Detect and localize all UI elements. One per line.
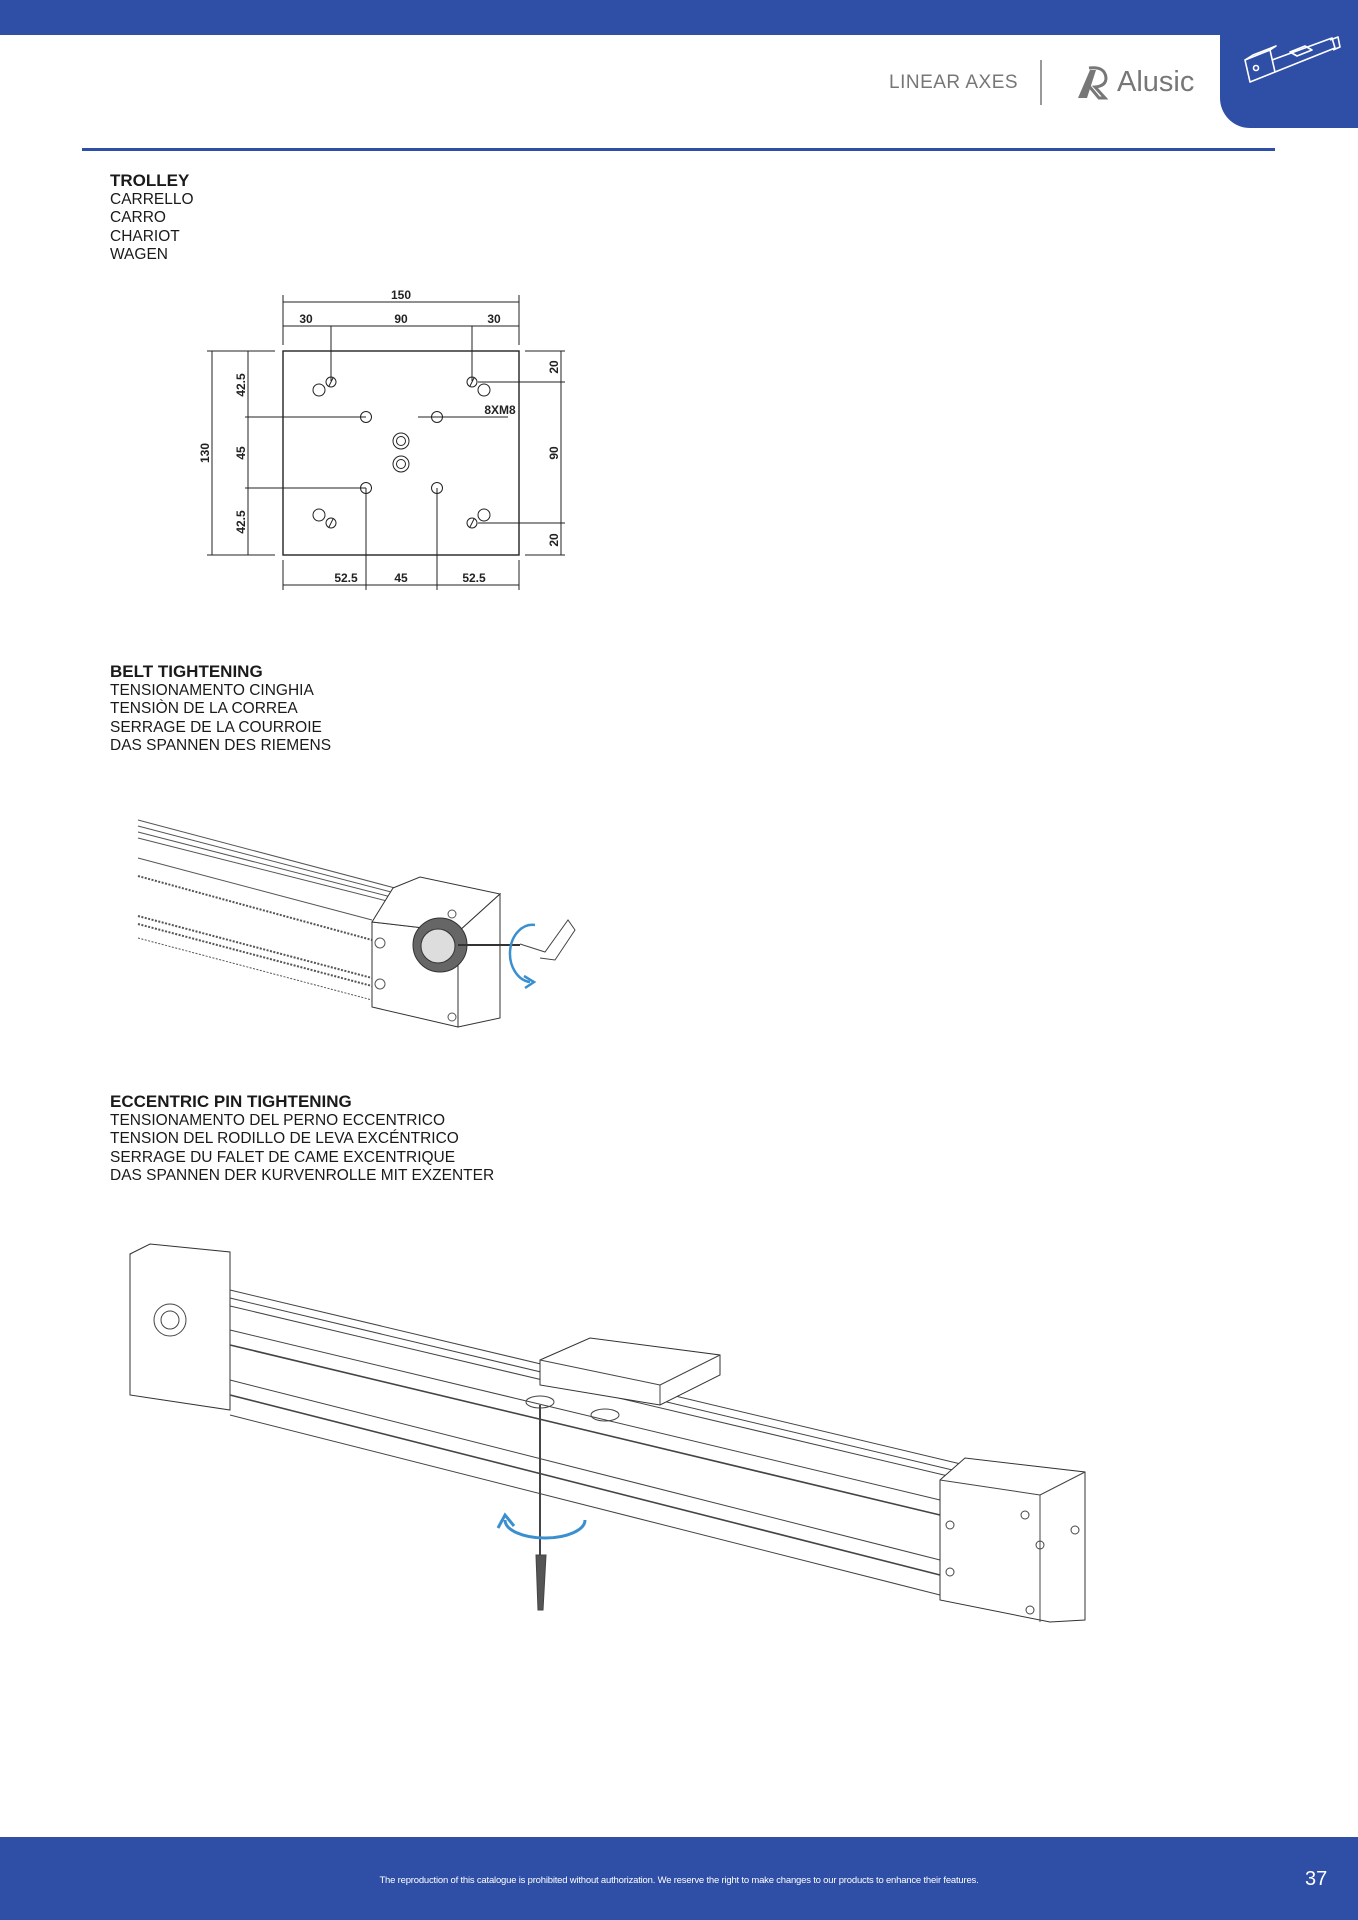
translation: SERRAGE DE LA COURROIE xyxy=(110,718,322,736)
dim-left-mid: 45 xyxy=(234,446,248,460)
translation: CARRO xyxy=(110,209,166,226)
section-tab xyxy=(1220,0,1358,128)
dim-overall-height: 130 xyxy=(198,443,212,463)
dim-overall-width: 150 xyxy=(391,288,411,302)
dim-bottom-mid: 45 xyxy=(394,571,408,585)
dim-bottom-left: 52.5 xyxy=(334,571,358,585)
trolley-heading-block: TROLLEY CARRELLO CARRO CHARIOT WAGEN xyxy=(110,171,194,265)
dim-right-top: 20 xyxy=(547,360,561,374)
footer-bar xyxy=(0,1837,1358,1920)
header-bar xyxy=(0,0,1358,35)
trolley-plate-outline xyxy=(282,350,520,556)
section-title: ECCENTRIC PIN TIGHTENING xyxy=(110,1092,352,1111)
header-card xyxy=(0,35,1220,128)
translation: WAGEN xyxy=(110,246,168,263)
translation: TENSIONAMENTO CINGHIA xyxy=(110,681,314,699)
linear-axis-icon xyxy=(1244,36,1341,83)
section-title: BELT TIGHTENING xyxy=(110,662,263,681)
brand-logo: Alusic xyxy=(1075,62,1194,102)
translation: CHARIOT xyxy=(110,227,180,245)
dim-left-top: 42.5 xyxy=(234,373,248,397)
translation: DAS SPANNEN DER KURVENROLLE MIT EXZENTER xyxy=(110,1167,495,1184)
translation: CARRELLO xyxy=(110,190,194,208)
dim-right-mid: 90 xyxy=(547,446,561,460)
header-rule xyxy=(82,148,1275,151)
translation: SERRAGE DU FALET DE CAME EXCENTRIQUE xyxy=(110,1148,456,1166)
thread-callout: 8XM8 xyxy=(484,403,516,417)
section-label: LINEAR AXES xyxy=(889,72,1019,93)
section-title: TROLLEY xyxy=(110,171,190,190)
belt-heading-block: BELT TIGHTENING TENSIONAMENTO CINGHIA TE… xyxy=(110,662,332,756)
translation: TENSIONAMENTO DEL PERNO ECCENTRICO xyxy=(110,1111,446,1129)
alusic-logo-icon xyxy=(1078,66,1109,100)
dim-bottom-right: 52.5 xyxy=(462,571,486,585)
page-number: 37 xyxy=(1305,1868,1328,1890)
dim-top-mid: 90 xyxy=(394,312,408,326)
brand-name: Alusic xyxy=(1117,65,1195,98)
translation: TENSION DEL RODILLO DE LEVA EXCÉNTRICO xyxy=(110,1130,459,1147)
dim-right-bottom: 20 xyxy=(547,533,561,547)
dim-top-right: 30 xyxy=(487,312,501,326)
dim-top-left: 30 xyxy=(299,312,313,326)
translation: DAS SPANNEN DES RIEMENS xyxy=(110,737,332,754)
footer-notice: The reproduction of this catalogue is pr… xyxy=(379,1875,979,1886)
eccentric-heading-block: ECCENTRIC PIN TIGHTENING TENSIONAMENTO D… xyxy=(110,1092,495,1186)
translation: TENSIÒN DE LA CORREA xyxy=(110,700,298,717)
dim-left-bottom: 42.5 xyxy=(234,510,248,534)
header-divider xyxy=(1040,60,1042,105)
